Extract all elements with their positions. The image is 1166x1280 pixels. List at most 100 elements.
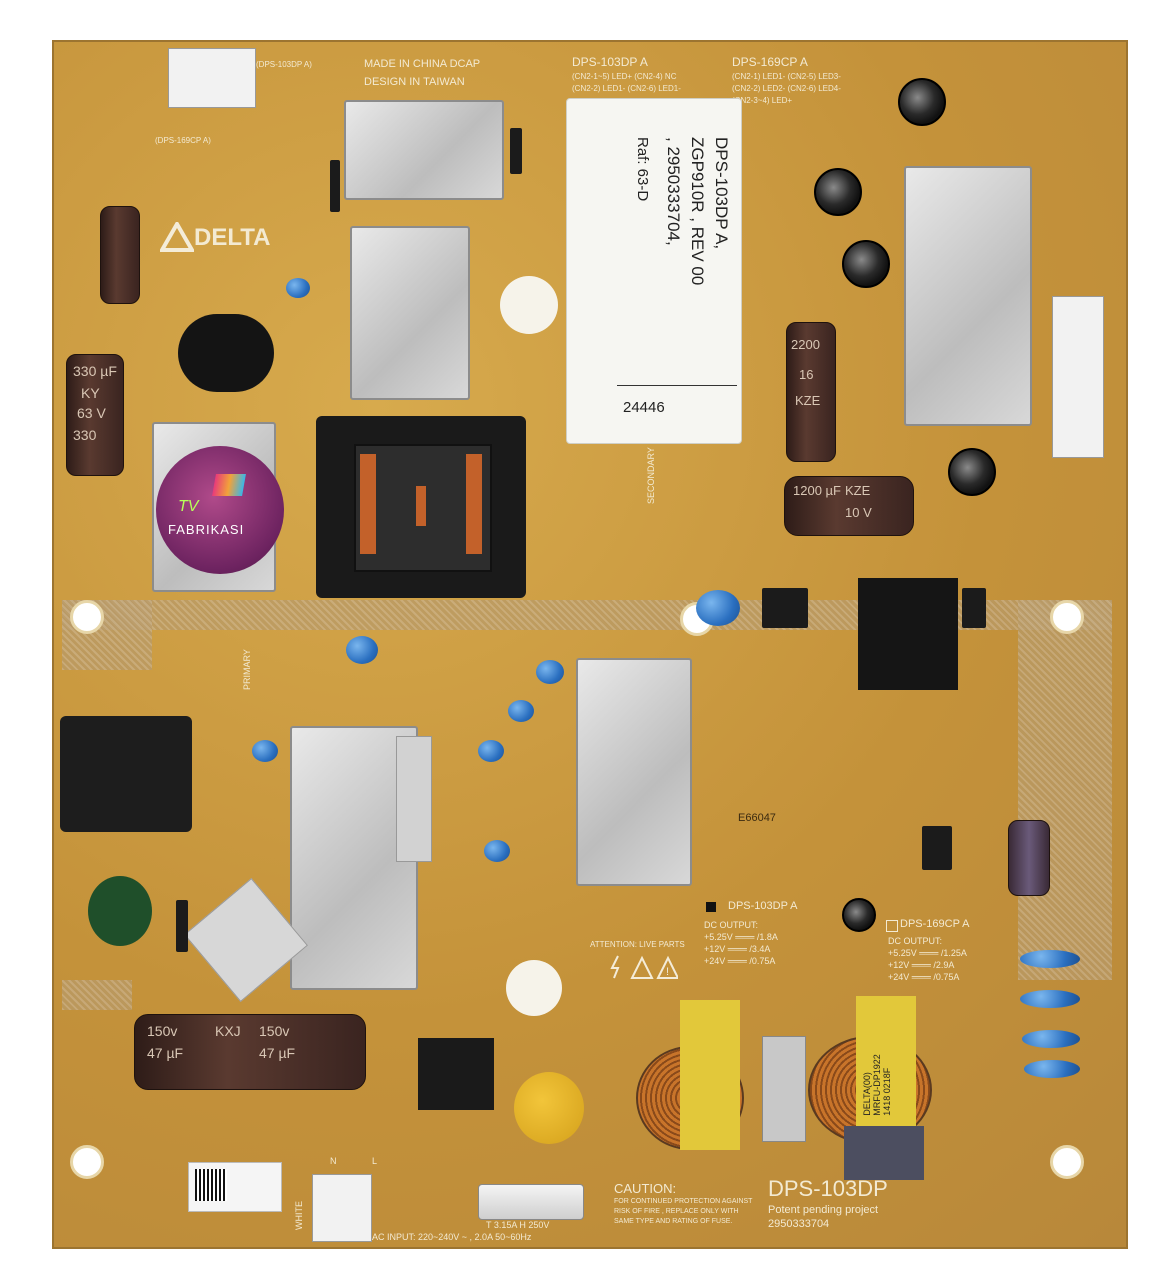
- mounting-hole: [1050, 1145, 1084, 1179]
- sticker-line: DPS-103DP A,: [712, 137, 731, 250]
- blue-capacitor: [1020, 950, 1080, 968]
- barcode-sticker: [188, 1162, 282, 1212]
- output-transformer: [858, 578, 958, 690]
- tv-fabrikasi-watermark: TV FABRIKASI: [156, 446, 284, 574]
- design-in-label: DESIGN IN TAIWAN: [364, 76, 465, 88]
- ul-code: E66047: [738, 812, 776, 824]
- blue-capacitor: [696, 590, 740, 626]
- heatsink-shield: [904, 166, 1032, 426]
- heatsink-shield: [344, 100, 504, 200]
- diode: [510, 128, 522, 174]
- electrolytic-capacitor: [814, 168, 862, 216]
- hatched-area: [1018, 600, 1112, 980]
- capacitor-2200uf: 2200 16 KZE: [786, 322, 836, 462]
- hatched-area: [62, 980, 132, 1010]
- pin-map-text: (CN2-1~5) LED+ (CN2-4) NC: [572, 72, 677, 81]
- white-pad: [500, 276, 558, 334]
- model-header-169: DPS-169CP A: [732, 55, 808, 69]
- capacitor: [1008, 820, 1050, 896]
- pin-map-text: (CN2-1) LED1- (CN2-5) LED3-: [732, 72, 841, 81]
- ac-input-label: AC INPUT: 220~240V ~ , 2.0A 50~60Hz: [372, 1232, 532, 1242]
- caution-title: CAUTION:: [614, 1181, 677, 1196]
- footer-part: 2950333704: [768, 1218, 830, 1230]
- output-line: +5.25V ═══ /1.8A: [704, 932, 778, 942]
- fuse-rating: T 3.15A H 250V: [486, 1220, 550, 1230]
- line-label: L: [372, 1156, 378, 1166]
- x-capacitor-grey: [762, 1036, 806, 1142]
- white-connector-label: WHITE: [294, 1201, 304, 1230]
- sticker-number: 24446: [623, 399, 665, 416]
- primary-label: PRIMARY: [242, 649, 252, 690]
- heatsink-shield: [350, 226, 470, 400]
- output-line: +24V ═══ /0.75A: [888, 972, 960, 982]
- optocoupler: [762, 588, 808, 628]
- sticker-divider: [617, 385, 737, 386]
- made-in-label: MADE IN CHINA DCAP: [364, 58, 481, 70]
- blue-capacitor: [478, 740, 504, 762]
- output-title-103: DPS-103DP A: [728, 900, 798, 912]
- top-connector: [168, 48, 256, 108]
- sticker-line: , 2950333704,: [664, 137, 683, 246]
- blue-capacitor: [252, 740, 278, 762]
- blue-capacitor: [1024, 1060, 1080, 1078]
- model-header-103: DPS-103DP A: [572, 55, 648, 69]
- electrolytic-capacitor: [842, 240, 890, 288]
- fuse: [478, 1184, 584, 1220]
- diode: [330, 160, 340, 212]
- output-heading: DC OUTPUT:: [888, 936, 942, 946]
- output-connector: [1052, 296, 1104, 458]
- neutral-label: N: [330, 1156, 337, 1166]
- blue-capacitor: [1022, 1030, 1080, 1048]
- output-line: +5.25V ═══ /1.25A: [888, 948, 967, 958]
- caution-line: FOR CONTINUED PROTECTION AGAINST: [614, 1198, 753, 1205]
- output-title-169: DPS-169CP A: [900, 918, 970, 930]
- blue-capacitor: [346, 636, 378, 664]
- capacitor-1200uf: 1200 µF KZE 10 V: [784, 476, 914, 536]
- blue-capacitor: [536, 660, 564, 684]
- sticker-line: ZGP910R , REV 00: [688, 137, 707, 286]
- choke-tape: [680, 1000, 740, 1150]
- diode: [176, 900, 188, 952]
- bridge-rectifier: [418, 1038, 494, 1110]
- sticker-line: Raf: 63-D: [634, 137, 651, 202]
- capacitor: [100, 206, 140, 304]
- footer-project: Potent pending project: [768, 1204, 879, 1216]
- blue-capacitor: [484, 840, 510, 862]
- selected-model-box: [706, 902, 716, 912]
- y-capacitor: [514, 1072, 584, 1144]
- secondary-label: SECONDARY: [646, 447, 656, 504]
- connector-model-label: (DPS-169CP A): [155, 136, 211, 145]
- blue-capacitor: [286, 278, 310, 298]
- input-choke: [60, 716, 192, 832]
- model-sticker: DPS-103DP A, ZGP910R , REV 00 , 29503337…: [566, 98, 742, 444]
- svg-text:!: !: [666, 966, 669, 978]
- warning-icon: !: [608, 954, 680, 980]
- output-heading: DC OUTPUT:: [704, 920, 758, 930]
- caution-line: RISK OF FIRE , REPLACE ONLY WITH: [614, 1208, 739, 1215]
- varistor: [88, 876, 152, 946]
- output-line: +12V ═══ /3.4A: [704, 944, 771, 954]
- mounting-hole: [70, 600, 104, 634]
- attention-label: ATTENTION: LIVE PARTS: [590, 940, 685, 949]
- electrolytic-capacitor: [948, 448, 996, 496]
- pin-map-text: (CN2-2) LED1- (CN2-6) LED1-: [572, 84, 681, 93]
- blue-capacitor: [1020, 990, 1080, 1008]
- x-capacitor: [844, 1126, 924, 1180]
- output-line: +12V ═══ /2.9A: [888, 960, 955, 970]
- top-connector-label: (DPS-103DP A): [256, 60, 312, 69]
- electrolytic-capacitor: [898, 78, 946, 126]
- caution-line: SAME TYPE AND RATING OF FUSE.: [614, 1218, 733, 1225]
- resistor-block: [396, 736, 432, 862]
- unselected-model-box: [886, 920, 898, 932]
- blue-capacitor: [508, 700, 534, 722]
- white-pad: [506, 960, 562, 1016]
- choke-tape: DELTA(00) MRFU-DP1922 1418 0218F: [856, 996, 916, 1146]
- mounting-hole: [1050, 600, 1084, 634]
- mounting-hole: [70, 1145, 104, 1179]
- capacitor-47uf: 150v 47 µF KXJ 150v 47 µF: [134, 1014, 366, 1090]
- heatsink-shield: [576, 658, 692, 886]
- main-transformer: [316, 416, 526, 598]
- footer-model: DPS-103DP: [768, 1176, 888, 1201]
- optocoupler: [962, 588, 986, 628]
